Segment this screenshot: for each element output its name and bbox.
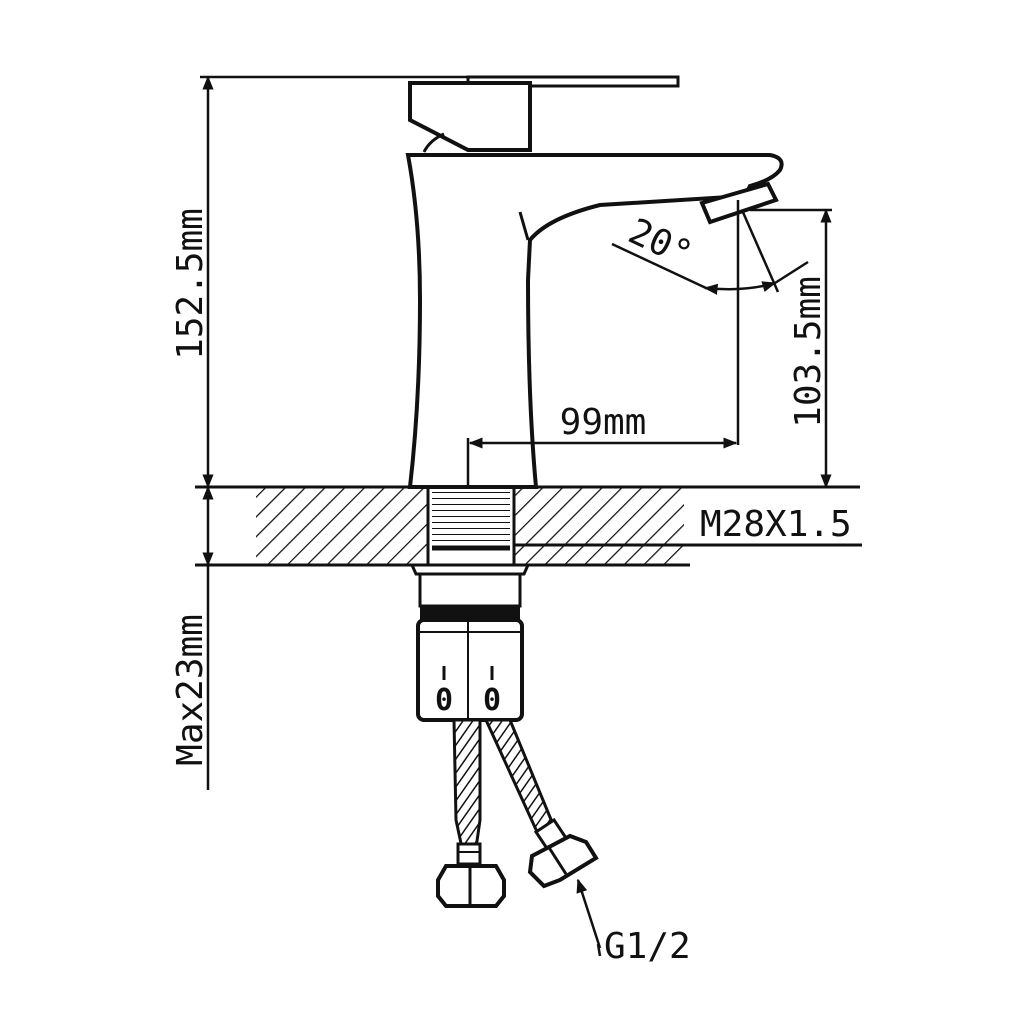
fixing-sleeve xyxy=(416,618,524,722)
countertop-hatch-left xyxy=(256,487,428,565)
braided-hoses xyxy=(452,718,569,866)
hose-left-ferrule xyxy=(456,842,482,866)
countertop xyxy=(195,485,862,567)
hose-connection-callout: G1/2 xyxy=(576,878,691,967)
faucet-body-outline xyxy=(405,153,784,489)
fixing-nut-assembly: 0 0 xyxy=(409,563,531,722)
thread-spec-label: M28X1.5 xyxy=(700,504,852,545)
max-deck-thickness-label: Max23mm xyxy=(170,614,211,766)
hose-connection-label: G1/2 xyxy=(604,926,691,967)
fixing-nut xyxy=(418,572,522,608)
spout-height-label: 103.5mm xyxy=(788,276,829,428)
hose-nut-right xyxy=(527,833,599,889)
handle-block xyxy=(408,81,532,152)
threaded-shank xyxy=(426,485,516,567)
deck-thickness-dimension: Max23mm xyxy=(170,485,214,790)
hose-left xyxy=(452,718,482,850)
countertop-hatch-right xyxy=(514,487,684,565)
hose-marking-right: 0 xyxy=(483,683,501,718)
total-height-dimension: 152.5mm xyxy=(170,75,470,489)
spout-reach-dimension: 99mm xyxy=(466,402,738,487)
washer-ring xyxy=(420,606,520,620)
hose-right xyxy=(483,718,554,837)
spout-height-dimension: 103.5mm xyxy=(750,208,832,489)
hose-marking-left: 0 xyxy=(435,683,453,718)
spout-reach-label: 99mm xyxy=(560,402,647,443)
hose-nuts xyxy=(436,833,599,908)
total-height-label: 152.5mm xyxy=(170,208,211,360)
faucet-body xyxy=(405,75,784,489)
